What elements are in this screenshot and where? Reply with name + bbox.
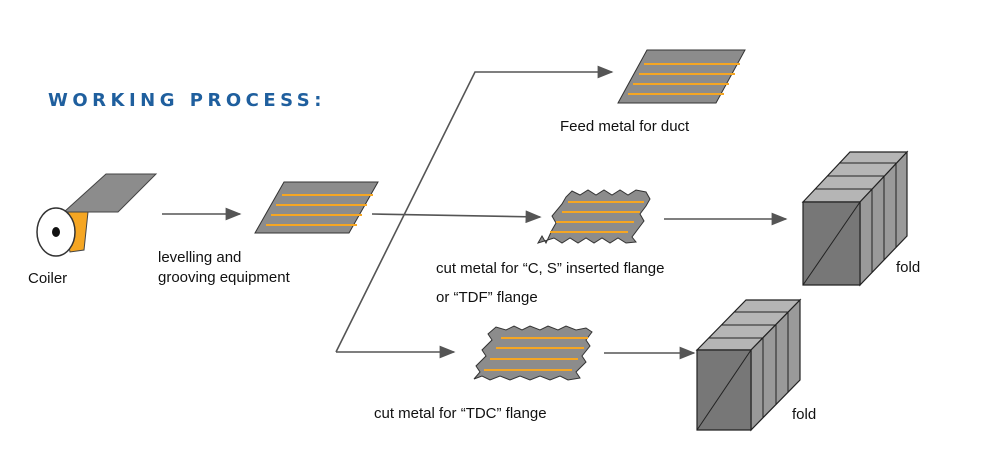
duct-sheet-icon — [617, 49, 746, 104]
fold-upper-label: fold — [896, 259, 920, 276]
notched-sheet-icon — [536, 189, 651, 245]
levelling-label-line2: grooving equipment — [158, 269, 291, 286]
cut-cs-label-line2: or “TDF” flange — [436, 289, 538, 306]
folded-duct-upper-icon — [801, 150, 909, 287]
cut-cs-label-line1: cut metal for “C, S” inserted flange — [436, 260, 664, 277]
fold-lower-label: fold — [792, 406, 816, 423]
page-title: WORKING PROCESS: — [48, 90, 326, 111]
coiler-icon — [36, 173, 158, 257]
arrow-to-cut-cs — [371, 210, 542, 224]
levelling-label-line1: levelling and — [158, 249, 241, 266]
folded-duct-lower-icon — [695, 298, 802, 432]
feed-duct-label: Feed metal for duct — [560, 118, 690, 135]
coiler-label: Coiler — [28, 270, 67, 287]
grooved-sheet-icon — [254, 181, 379, 234]
tdc-sheet-icon — [473, 325, 593, 381]
cut-tdc-label: cut metal for “TDC” flange — [374, 405, 547, 422]
arrow-to-feed-duct — [335, 65, 614, 353]
